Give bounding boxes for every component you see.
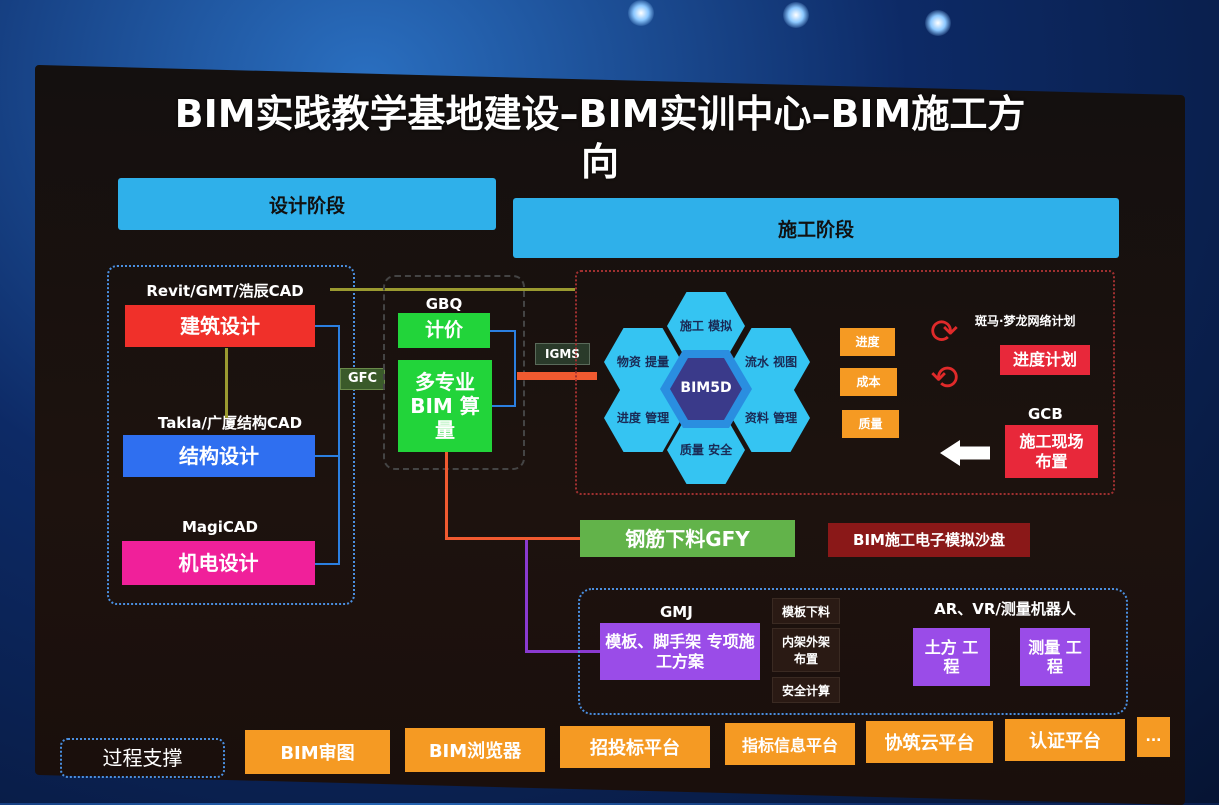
bim-review-box: BIM审图 <box>245 730 390 774</box>
process-support-label: 过程支撑 <box>60 738 225 778</box>
earthwork-box: 土方 工程 <box>913 628 990 686</box>
stage-light <box>783 2 809 28</box>
gfc-label: GFC <box>340 368 385 390</box>
more-box: ... <box>1137 717 1170 757</box>
ar-vr-label: AR、VR/测量机器人 <box>934 600 1076 618</box>
formwork-cutting-item: 模板下料 <box>772 598 840 624</box>
bidding-platform-box: 招投标平台 <box>560 726 710 768</box>
gbq-label: GBQ <box>425 295 463 313</box>
site-layout-box: 施工现场 布置 <box>1005 425 1098 478</box>
title-line: 向 <box>580 140 619 184</box>
arrow-down <box>225 348 228 418</box>
design-group <box>107 265 355 605</box>
bim-viewer-box: BIM浏览器 <box>405 728 545 772</box>
construction-phase-bar: 施工阶段 <box>513 198 1119 258</box>
magicad-label: MagiCAD <box>182 518 258 536</box>
stage-light <box>628 0 654 26</box>
bim5d-core: BIM5D <box>670 358 742 420</box>
rebar-gfy-box: 钢筋下料GFY <box>580 520 795 557</box>
xiezhu-cloud-box: 协筑云平台 <box>866 721 993 763</box>
zebra-menglong-label: 斑马·梦龙网络计划 <box>975 314 1076 328</box>
scaffold-layout-item: 内架外架 布置 <box>772 628 840 672</box>
formwork-scaffold-box: 模板、脚手架 专项施工方案 <box>600 623 760 680</box>
hex-construction-simulation: 施工 模拟 <box>667 292 745 360</box>
safety-calc-item: 安全计算 <box>772 677 840 703</box>
design-phase-bar: 设计阶段 <box>118 178 496 230</box>
construction-group <box>575 270 1115 495</box>
gmj-label: GMJ <box>660 603 693 621</box>
cycle-arrow-icon: ⟲ <box>930 358 959 398</box>
arrow-to-construction <box>330 288 575 291</box>
arrow-to-bim5d <box>517 372 597 380</box>
gcb-label: GCB <box>1028 405 1063 423</box>
cycle-arrow-icon: ⟳ <box>930 312 959 352</box>
revit-label: Revit/GMT/浩辰CAD <box>146 282 304 300</box>
pricing-box: 计价 <box>398 313 490 348</box>
survey-box: 测量 工程 <box>1020 628 1090 686</box>
structure-design-box: 结构设计 <box>123 435 315 477</box>
index-info-platform-box: 指标信息平台 <box>725 723 855 765</box>
quality-box: 质量 <box>842 410 899 438</box>
mep-design-box: 机电设计 <box>122 541 315 585</box>
gmj-group <box>578 588 1128 715</box>
certification-platform-box: 认证平台 <box>1005 719 1125 761</box>
slide-title: BIM实践教学基地建设–BIM实训中心–BIM施工方向 <box>110 90 1090 186</box>
multi-discipline-quantity-box: 多专业 BIM 算量 <box>398 360 492 452</box>
architecture-design-box: 建筑设计 <box>125 305 315 347</box>
title-line: BIM实践教学基地建设–BIM实训中心–BIM施工方 <box>174 92 1026 136</box>
sandbox-box: BIM施工电子模拟沙盘 <box>828 523 1030 557</box>
cost-box: 成本 <box>840 368 897 396</box>
schedule-box: 进度计划 <box>1000 345 1090 375</box>
takla-label: Takla/广厦结构CAD <box>157 414 303 432</box>
stage-light <box>925 10 951 36</box>
progress-box: 进度 <box>840 328 895 356</box>
